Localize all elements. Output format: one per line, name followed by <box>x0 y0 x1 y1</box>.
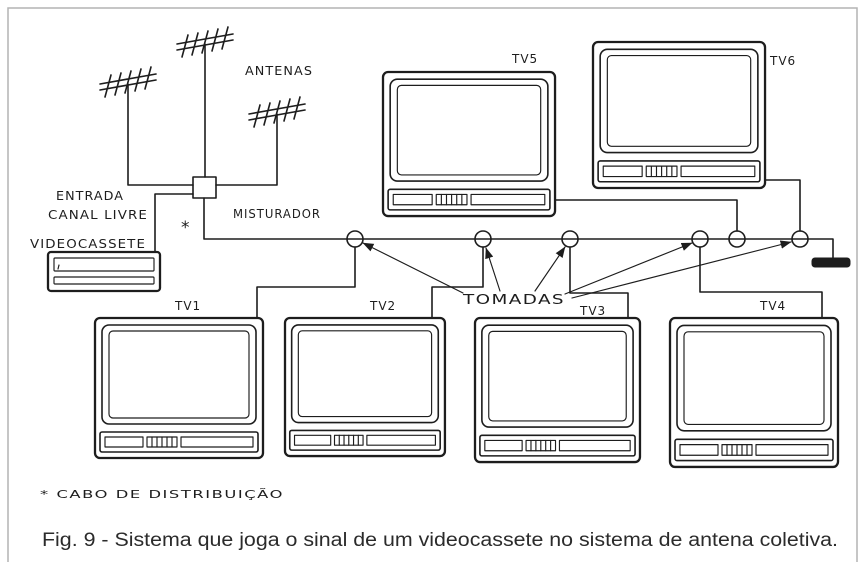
tv-control-right <box>559 440 630 450</box>
tv-screen <box>298 331 431 417</box>
tv-control-panel <box>480 435 635 456</box>
vcr-body <box>46 250 162 293</box>
tv-2 <box>285 318 445 456</box>
drop-cable-tv1 <box>256 246 356 319</box>
drop-cable-tv3 <box>569 246 629 319</box>
cable-marker: * <box>181 218 190 238</box>
tv-control-panel <box>675 439 833 460</box>
tv-cabinet <box>285 318 445 456</box>
tv-cabinet <box>593 42 765 188</box>
antenna-left-mast <box>127 83 194 186</box>
tv-cabinet <box>383 72 555 216</box>
tv-cabinet <box>670 318 838 467</box>
tv-screen <box>684 332 824 425</box>
tv-button-dividers <box>651 166 671 176</box>
tv-bezel <box>102 325 256 424</box>
tv-5 <box>383 72 555 216</box>
tv-bezel <box>482 325 633 427</box>
tv-control-panel <box>100 432 258 452</box>
tv-button-dividers <box>152 437 172 447</box>
vcr-input-line <box>154 193 194 253</box>
arrow-to-outlet-3 <box>534 246 566 292</box>
tv-control-panel <box>388 189 550 210</box>
antenna-right-mast <box>215 113 278 186</box>
input-label-line2: CANAL LIVRE <box>48 208 148 222</box>
tv-4 <box>670 318 838 467</box>
vcr-cassette-door <box>53 257 155 272</box>
tv-button-dividers <box>339 435 358 445</box>
tv-cabinet <box>95 318 263 458</box>
drop-cable-tv5 <box>555 199 738 232</box>
mixer-box <box>192 176 217 199</box>
figure-caption: Fig. 9 - Sistema que joga o sinal de um … <box>42 530 838 551</box>
tv-control-right <box>471 194 545 204</box>
tv-screen <box>489 331 626 421</box>
footnote: * CABO DE DISTRIBUIÇÃO <box>40 488 284 501</box>
tv-5-label: TV5 <box>511 52 538 66</box>
tv-screen <box>607 56 750 147</box>
antenna-feed-lines <box>127 43 278 186</box>
tv-control-panel <box>598 161 760 182</box>
tv-6-label: TV6 <box>769 54 796 68</box>
tv-control-left <box>485 440 522 450</box>
figure-frame <box>7 7 858 562</box>
tv-control-left <box>680 445 718 456</box>
vcr-indicator <box>57 264 60 270</box>
outlet-pointer-arrows <box>362 240 792 299</box>
tv-2-label: TV2 <box>369 299 396 313</box>
cable-terminator <box>811 257 851 268</box>
tv-3 <box>475 318 640 462</box>
tv-bezel <box>292 325 439 423</box>
arrow-to-outlet-1 <box>362 242 464 294</box>
drop-cable-tv6 <box>764 179 801 232</box>
tv-button-dividers <box>727 445 747 456</box>
tv-1 <box>95 318 263 458</box>
drop-cable-tv2 <box>431 246 484 319</box>
tv-screen <box>109 331 249 418</box>
tv-screen <box>397 85 540 175</box>
tv-control-right <box>756 445 828 456</box>
tv-button-dividers <box>531 440 551 450</box>
distribution-cable <box>203 197 834 259</box>
tv-control-panel <box>290 430 440 450</box>
drop-cables <box>256 179 823 319</box>
antennas-label: ANTENAS <box>245 64 313 78</box>
tv-bezel <box>600 49 758 152</box>
tv-button-dividers <box>441 194 461 204</box>
tv-control-right <box>181 437 253 447</box>
tv-6 <box>593 42 765 188</box>
tv-control-left <box>603 166 642 176</box>
outlets-label: TOMADAS <box>462 293 565 308</box>
tv-control-left <box>105 437 143 447</box>
tv-4-label: TV4 <box>759 299 786 313</box>
arrow-to-outlet-4 <box>564 242 693 295</box>
tv-control-right <box>681 166 755 176</box>
arrow-to-outlet-2 <box>485 247 501 292</box>
tv-3-label: TV3 <box>579 304 606 318</box>
drop-cable-tv4 <box>699 246 823 319</box>
tv-bezel <box>677 325 831 430</box>
input-label-line1: ENTRADA <box>56 189 124 203</box>
tv-control-left <box>295 435 331 445</box>
tv-bezel <box>390 79 548 181</box>
arrow-to-outlet-6 <box>571 240 792 299</box>
vcr-label: VIDEOCASSETE <box>30 237 146 251</box>
tv-control-right <box>367 435 436 445</box>
tv-1-label: TV1 <box>174 299 201 313</box>
tv-control-left <box>393 194 432 204</box>
tv-cabinet <box>475 318 640 462</box>
vcr-front-strip <box>53 276 155 285</box>
vcr-device <box>46 250 162 293</box>
mixer-label: MISTURADOR <box>233 207 321 221</box>
